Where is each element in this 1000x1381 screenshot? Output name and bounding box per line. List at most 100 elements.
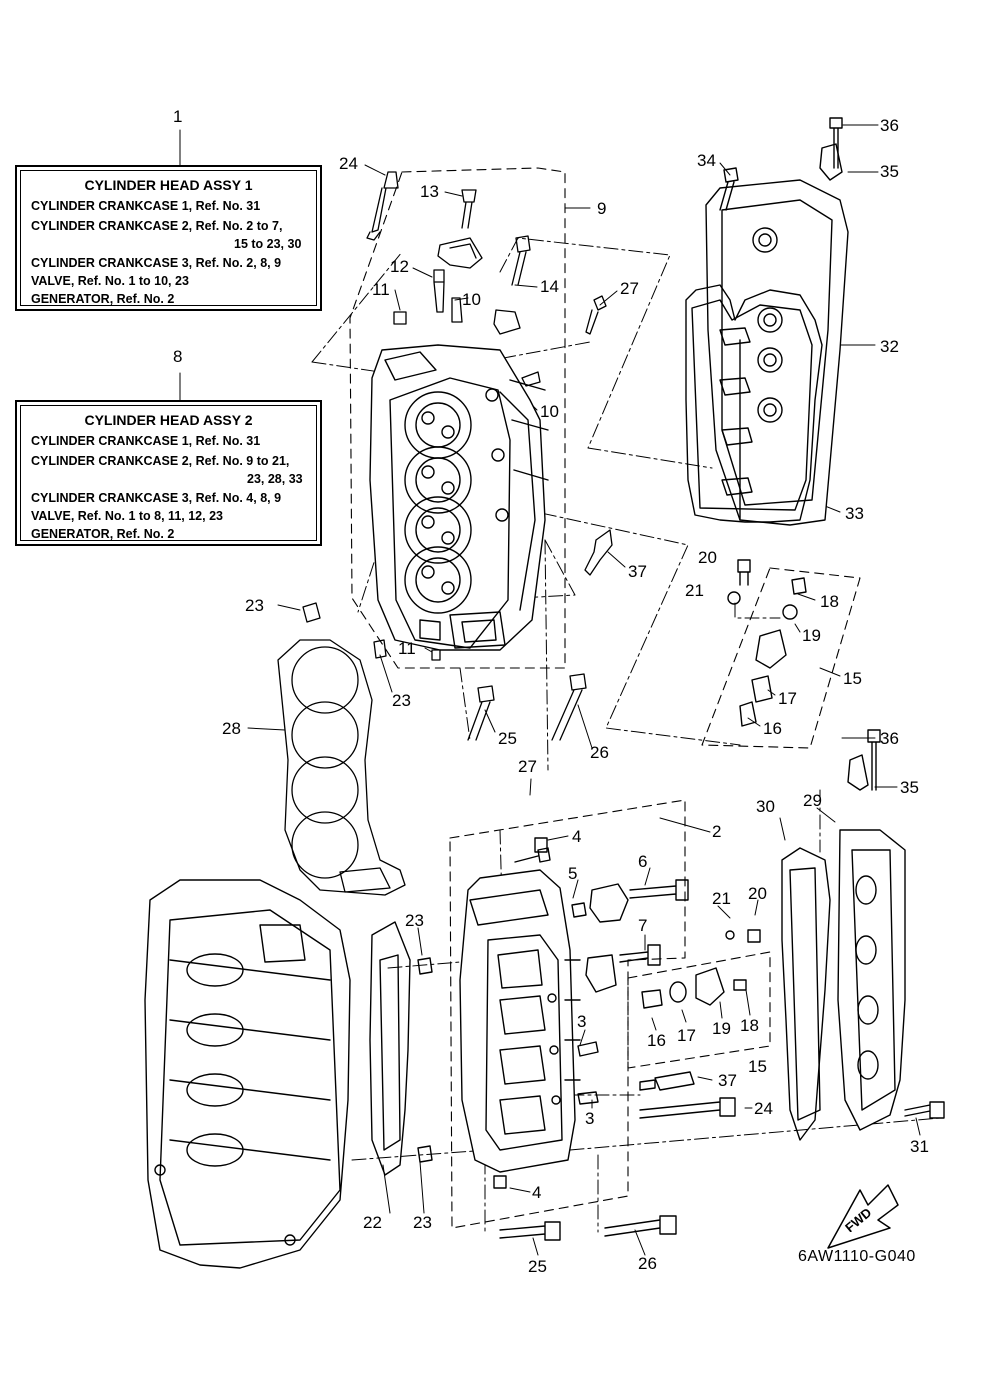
callout-number: 23	[392, 691, 411, 710]
frame-2	[449, 799, 686, 1229]
cap-upper	[437, 237, 483, 269]
bolt-25-lower	[499, 1221, 561, 1241]
group-frames	[349, 167, 861, 1229]
callout-number: 27	[518, 757, 537, 776]
bolt-24-lower	[639, 1097, 736, 1119]
bolt-26-lower	[604, 1215, 677, 1237]
callout-number: 18	[820, 592, 839, 611]
sensor-19	[695, 967, 725, 1006]
callout-number: 15	[843, 669, 862, 688]
bolt-31	[904, 1101, 945, 1119]
callout-number: 9	[597, 199, 607, 218]
callout-number: 13	[420, 182, 439, 201]
bolt-23-upper	[302, 602, 321, 623]
callout-number: 17	[677, 1026, 696, 1045]
combustion-chambers	[404, 391, 472, 614]
legend-line: VALVE, Ref. No. 1 to 8, 11, 12, 23	[31, 509, 223, 523]
bolt-27-upper	[585, 295, 607, 335]
callout-number: 27	[620, 279, 639, 298]
bolt-26-upper	[551, 673, 587, 741]
nut-11-upper	[393, 311, 407, 325]
callout-number: 10	[540, 402, 559, 421]
frame-15-bottom	[627, 951, 771, 1069]
washer-21-upper	[727, 591, 741, 605]
legend-number: 8	[173, 347, 183, 366]
callout-number: 28	[222, 719, 241, 738]
nut-4-lower	[493, 1175, 507, 1189]
callout-number: 23	[245, 596, 264, 615]
frame-15-top	[701, 567, 861, 749]
legend-line: CYLINDER CRANKCASE 2, Ref. No. 2 to 7,	[31, 219, 283, 233]
callout-number: 30	[756, 797, 775, 816]
number-leaders	[179, 124, 921, 1256]
callout-number: 35	[900, 778, 919, 797]
callout-number: 36	[880, 729, 899, 748]
legend-line: CYLINDER CRANKCASE 3, Ref. No. 4, 8, 9	[31, 491, 282, 505]
sensor-16-lower	[641, 989, 663, 1009]
cap-lower	[585, 954, 617, 993]
callout-number: 21	[712, 889, 731, 908]
callout-number: 19	[712, 1019, 731, 1038]
fwd-arrow	[827, 1184, 899, 1249]
dowel-23b	[373, 639, 387, 659]
callout-number: 14	[540, 277, 559, 296]
bracket-35-lower	[847, 754, 869, 791]
frame-9	[349, 167, 566, 669]
callout-number: 16	[647, 1031, 666, 1050]
cylinder-head-lower	[459, 837, 945, 1241]
sensor-16-17	[739, 629, 787, 727]
cap-6	[589, 883, 629, 923]
callout-number: 3	[585, 1109, 595, 1128]
callout-number: 5	[568, 864, 578, 883]
dowel-3	[577, 1041, 599, 1057]
head-gasket-28	[277, 639, 406, 896]
callout-number: 23	[413, 1213, 432, 1232]
callout-number: 32	[880, 337, 899, 356]
callout-number: 24	[339, 154, 358, 173]
legend-line: CYLINDER CRANKCASE 1, Ref. No. 31	[31, 434, 261, 448]
bolt-14	[511, 235, 531, 286]
callout-number: 20	[748, 884, 767, 903]
washer-21-lower	[725, 930, 735, 940]
callout-number: 21	[685, 581, 704, 600]
callout-number: 4	[532, 1183, 542, 1202]
bolt-24-upper	[371, 171, 399, 233]
cover-gasket	[685, 284, 823, 523]
bolt-20-upper	[737, 559, 751, 586]
callout-number: 11	[372, 280, 390, 299]
legend-line: CYLINDER CRANKCASE 2, Ref. No. 9 to 21,	[31, 454, 290, 468]
legend-line: GENERATOR, Ref. No. 2	[31, 527, 175, 541]
callout-number: 31	[910, 1137, 929, 1156]
callout-number: 3	[577, 1012, 587, 1031]
dowel-23-lower-b	[417, 1145, 433, 1163]
callout-number: 2	[712, 822, 722, 841]
bolt-36-lower	[867, 729, 881, 791]
dowel-3b	[577, 1091, 599, 1105]
callout-number: 25	[528, 1257, 547, 1276]
legend-cylinder-head-assy-1: CYLINDER HEAD ASSY 1 CYLINDER CRANKCASE …	[15, 165, 322, 311]
legend-title: CYLINDER HEAD ASSY 2	[84, 412, 253, 428]
bolt-25-upper	[467, 685, 495, 741]
legend-cylinder-head-assy-2: CYLINDER HEAD ASSY 2 CYLINDER CRANKCASE …	[15, 400, 322, 546]
diagram-code: 6AW1110-G040	[798, 1248, 916, 1265]
callout-number: 20	[698, 548, 717, 567]
callout-number: 12	[390, 257, 409, 276]
callout-number: 36	[880, 116, 899, 135]
fwd-label: FWD	[842, 1205, 874, 1232]
callout-number: 22	[363, 1213, 382, 1232]
spark-plug-37-upper	[584, 529, 613, 576]
callout-number: 26	[590, 743, 609, 762]
dowel-23-lower	[417, 957, 433, 975]
bolt-6	[629, 879, 689, 901]
dowel-5	[571, 902, 587, 918]
callout-number: 11	[398, 639, 416, 658]
gasket-30	[781, 847, 831, 1141]
callout-number: 10	[462, 290, 481, 309]
crankcase-block	[144, 879, 433, 1269]
cylinder-head-upper	[369, 344, 549, 651]
bolt-13	[461, 189, 477, 229]
legend-title: CYLINDER HEAD ASSY 1	[84, 177, 253, 193]
callout-number: 35	[880, 162, 899, 181]
callout-number: 7	[638, 916, 648, 935]
